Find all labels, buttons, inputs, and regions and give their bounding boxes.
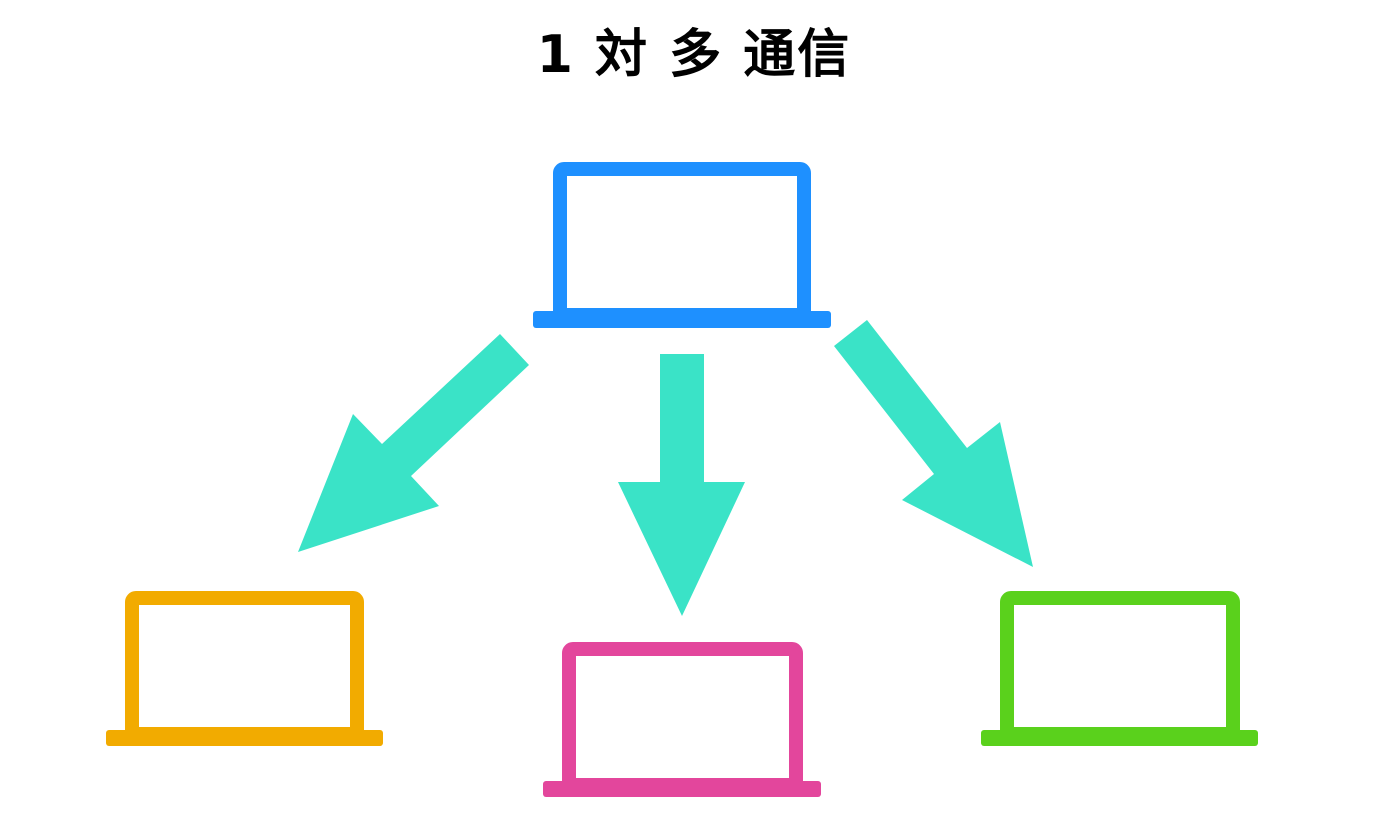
left-target-laptop-icon [106, 591, 383, 746]
arrow-to-left-target [298, 334, 529, 552]
arrows [298, 320, 1033, 616]
page-title: 1 対 多 通信 [536, 25, 852, 85]
center-target-laptop-icon [543, 642, 821, 797]
arrow-to-center-target [618, 354, 745, 616]
arrow-to-right-target [834, 320, 1033, 567]
source-laptop-icon [533, 162, 831, 328]
right-target-laptop-icon [981, 591, 1258, 746]
